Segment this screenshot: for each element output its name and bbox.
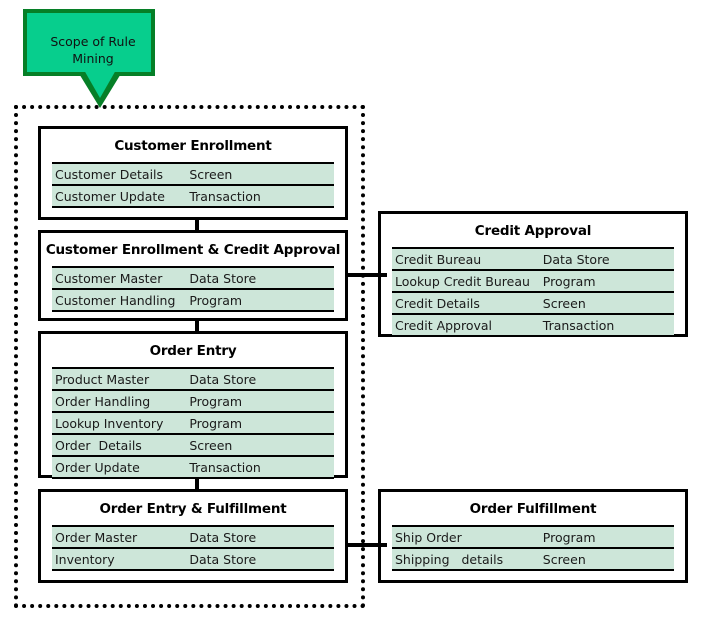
row-type: Screen bbox=[189, 437, 233, 453]
row-type: Transaction bbox=[189, 188, 261, 204]
row-type: Data Store bbox=[189, 551, 257, 567]
module-box-order-entry-fulfillment[interactable]: Order Entry & Fulfillment Order Master D… bbox=[38, 489, 348, 583]
row-name: Order Details bbox=[55, 437, 142, 453]
module-rows: Customer Details Screen Customer Update … bbox=[52, 162, 334, 208]
connector-left-to-credit-approval bbox=[345, 273, 387, 277]
scope-callout-label: Scope of Rule Mining bbox=[50, 34, 136, 66]
row-name: Credit Approval bbox=[395, 317, 493, 333]
module-box-credit-approval[interactable]: Credit Approval Credit Bureau Data Store… bbox=[378, 211, 688, 337]
row-type: Data Store bbox=[542, 251, 610, 267]
table-row[interactable]: Order Handling Program bbox=[52, 391, 334, 413]
row-name: Customer Update bbox=[55, 188, 165, 204]
row-type: Program bbox=[542, 529, 596, 545]
row-type: Transaction bbox=[189, 459, 261, 475]
connector-enrollment-credit-to-order-entry bbox=[195, 320, 199, 332]
module-rows: Product Master Data Store Order Handling… bbox=[52, 367, 334, 479]
table-row[interactable]: Customer Update Transaction bbox=[52, 186, 334, 208]
row-type: Transaction bbox=[542, 317, 615, 333]
table-row[interactable]: Product Master Data Store bbox=[52, 369, 334, 391]
connector-order-entry-to-order-fulfillment-left bbox=[195, 477, 199, 490]
row-name: Lookup Credit Bureau bbox=[395, 273, 530, 289]
table-row[interactable]: Customer Master Data Store bbox=[52, 268, 334, 290]
table-row[interactable]: Customer Handling Program bbox=[52, 290, 334, 312]
module-box-customer-enrollment-credit-approval[interactable]: Customer Enrollment & Credit Approval Cu… bbox=[38, 230, 348, 321]
module-title: Customer Enrollment bbox=[114, 138, 272, 154]
table-row[interactable]: Ship Order Program bbox=[392, 527, 674, 549]
module-box-order-entry[interactable]: Order Entry Product Master Data Store Or… bbox=[38, 331, 348, 479]
row-name: Inventory bbox=[55, 551, 115, 567]
scope-boundary bbox=[14, 105, 365, 608]
scope-callout: Scope of Rule Mining bbox=[23, 9, 155, 76]
row-name: Ship Order bbox=[395, 529, 462, 545]
table-row[interactable]: Shipping details Screen bbox=[392, 549, 674, 571]
table-row[interactable]: Customer Details Screen bbox=[52, 164, 334, 186]
module-title: Order Fulfillment bbox=[469, 501, 597, 517]
module-title: Order Entry bbox=[149, 343, 237, 359]
row-type: Program bbox=[189, 393, 243, 409]
row-name: Credit Details bbox=[395, 295, 480, 311]
row-name: Order Update bbox=[55, 459, 140, 475]
table-row[interactable]: Order Master Data Store bbox=[52, 527, 334, 549]
row-name: Order Master bbox=[55, 529, 138, 545]
table-row[interactable]: Order Details Screen bbox=[52, 435, 334, 457]
module-title: Order Entry & Fulfillment bbox=[99, 501, 287, 517]
row-name: Customer Details bbox=[55, 166, 164, 182]
module-box-order-fulfillment[interactable]: Order Fulfillment Ship Order Program Shi… bbox=[378, 489, 688, 583]
row-name: Order Handling bbox=[55, 393, 151, 409]
row-type: Program bbox=[542, 273, 596, 289]
module-rows: Order Master Data Store Inventory Data S… bbox=[52, 525, 334, 571]
module-rows: Customer Master Data Store Customer Hand… bbox=[52, 266, 334, 312]
row-name: Product Master bbox=[55, 371, 150, 387]
table-row[interactable]: Credit Details Screen bbox=[392, 293, 674, 315]
row-name: Customer Master bbox=[55, 270, 163, 286]
row-type: Data Store bbox=[189, 270, 257, 286]
table-row[interactable]: Credit Bureau Data Store bbox=[392, 249, 674, 271]
table-row[interactable]: Lookup Credit Bureau Program bbox=[392, 271, 674, 293]
row-name: Lookup Inventory bbox=[55, 415, 164, 431]
row-name: Shipping details bbox=[395, 551, 504, 567]
table-row[interactable]: Lookup Inventory Program bbox=[52, 413, 334, 435]
table-row[interactable]: Inventory Data Store bbox=[52, 549, 334, 571]
module-box-customer-enrollment[interactable]: Customer Enrollment Customer Details Scr… bbox=[38, 126, 348, 220]
row-type: Program bbox=[189, 292, 243, 308]
table-row[interactable]: Order Update Transaction bbox=[52, 457, 334, 479]
row-type: Program bbox=[189, 415, 243, 431]
module-rows: Ship Order Program Shipping details Scre… bbox=[392, 525, 674, 571]
module-rows: Credit Bureau Data Store Lookup Credit B… bbox=[392, 247, 674, 337]
table-row[interactable]: Credit Approval Transaction bbox=[392, 315, 674, 337]
row-type: Screen bbox=[542, 295, 586, 311]
module-title: Customer Enrollment & Credit Approval bbox=[45, 242, 341, 258]
callout-tail-fill bbox=[84, 70, 116, 98]
module-title: Credit Approval bbox=[474, 223, 592, 239]
row-type: Screen bbox=[542, 551, 586, 567]
connector-left-to-order-fulfillment bbox=[345, 543, 387, 547]
row-type: Data Store bbox=[189, 529, 257, 545]
connector-enrollment-to-enrollment-credit bbox=[195, 219, 199, 230]
row-type: Screen bbox=[189, 166, 233, 182]
row-type: Data Store bbox=[189, 371, 257, 387]
row-name: Credit Bureau bbox=[395, 251, 482, 267]
row-name: Customer Handling bbox=[55, 292, 176, 308]
